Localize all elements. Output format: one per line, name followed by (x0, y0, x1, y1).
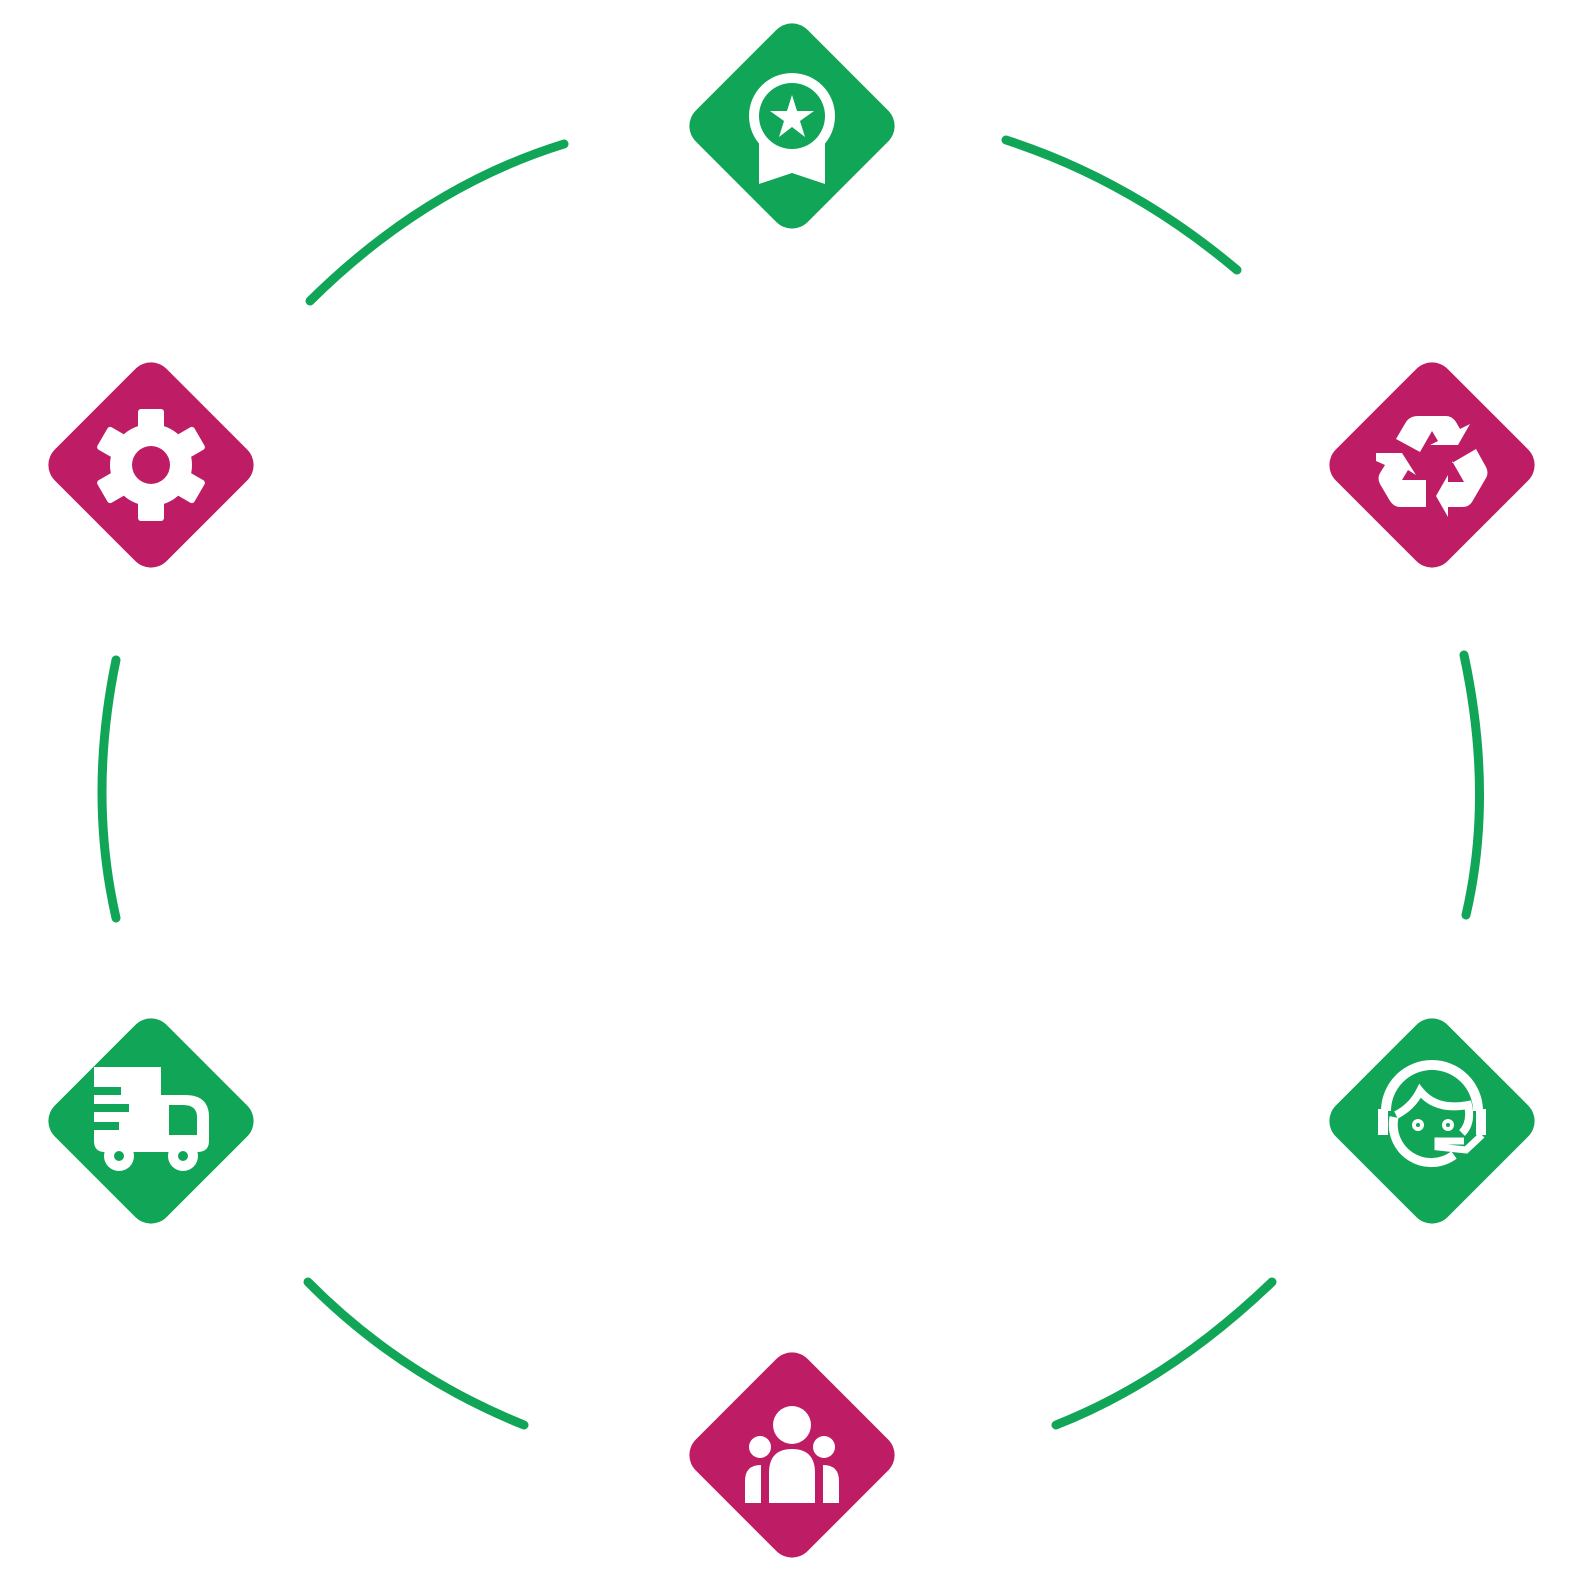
gear-icon (97, 409, 205, 521)
team-people-icon (745, 1406, 839, 1503)
arc-top-to-upper-right (1001, 135, 1242, 275)
node-gear (48, 362, 254, 568)
delivery-truck-icon (91, 1067, 209, 1171)
recycle-tile (1329, 362, 1535, 568)
arc-upper-right-to-lower-right (1459, 650, 1485, 920)
node-team (689, 1352, 895, 1558)
arc-bottom-to-lower-left (303, 1277, 529, 1430)
award-ribbon-icon (749, 73, 835, 184)
support-tile (1329, 1018, 1535, 1224)
arc-lower-left-to-upper-left (97, 655, 121, 923)
recycle-icon (1376, 416, 1488, 517)
arc-upper-left-to-top (305, 139, 569, 306)
connector-arcs (97, 135, 1485, 1430)
customer-support-headset-icon (1378, 1060, 1486, 1168)
node-delivery (48, 1018, 254, 1224)
node-recycle (1329, 362, 1535, 568)
node-award (689, 23, 895, 229)
arc-lower-right-to-bottom (1051, 1277, 1277, 1430)
node-support (1329, 1018, 1535, 1224)
